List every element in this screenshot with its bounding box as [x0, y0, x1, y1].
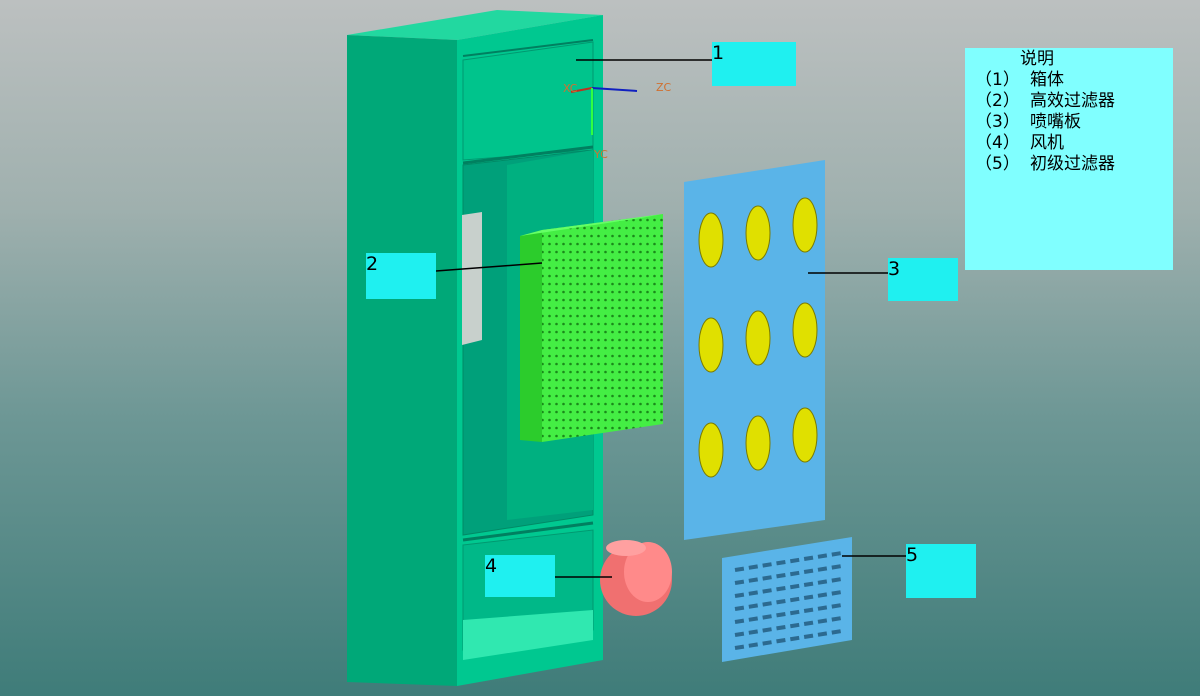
legend-item-label: 高效过滤器: [1030, 91, 1115, 111]
legend-item-label: 箱体: [1030, 70, 1064, 90]
callout-4: 4: [485, 555, 555, 597]
legend-title: 说明: [1020, 49, 1054, 69]
legend-item: （3） 喷嘴板: [975, 112, 1173, 133]
legend-item: （2） 高效过滤器: [975, 91, 1173, 112]
legend-item: （5） 初级过滤器: [975, 154, 1173, 175]
legend-item-number: （3）: [975, 112, 1020, 132]
callout-1: 1: [712, 42, 796, 86]
primary-filter: [722, 537, 852, 662]
nozzles: [698, 197, 818, 478]
legend-item-number: （2）: [975, 91, 1020, 111]
callout-5: 5: [906, 544, 976, 598]
legend-item-label: 风机: [1030, 133, 1064, 153]
axis-label-x: XC: [563, 82, 578, 95]
callout-3: 3: [888, 258, 958, 301]
legend-item-label: 初级过滤器: [1030, 154, 1115, 174]
legend-item-number: （5）: [975, 154, 1020, 174]
axis-label-y: YC: [594, 148, 608, 161]
fan: [600, 540, 672, 616]
legend-item-number: （4）: [975, 133, 1020, 153]
legend-item: （1） 箱体: [975, 70, 1173, 91]
legend-item-number: （1）: [975, 70, 1020, 90]
nozzle-plate: [684, 160, 825, 540]
coordinate-axes-icon: [570, 87, 638, 135]
leader-lines: [435, 59, 906, 578]
hepa-filter: [520, 214, 663, 442]
legend-box: 说明 （1） 箱体 （2） 高效过滤器 （3） 喷嘴板 （4） 风机 （5） 初级过滤器: [965, 48, 1173, 270]
axis-label-z: ZC: [656, 81, 672, 94]
filter-slots: [734, 551, 843, 650]
legend-item-label: 喷嘴板: [1030, 112, 1081, 132]
callout-2: 2: [366, 253, 436, 299]
legend-item: （4） 风机: [975, 133, 1173, 154]
